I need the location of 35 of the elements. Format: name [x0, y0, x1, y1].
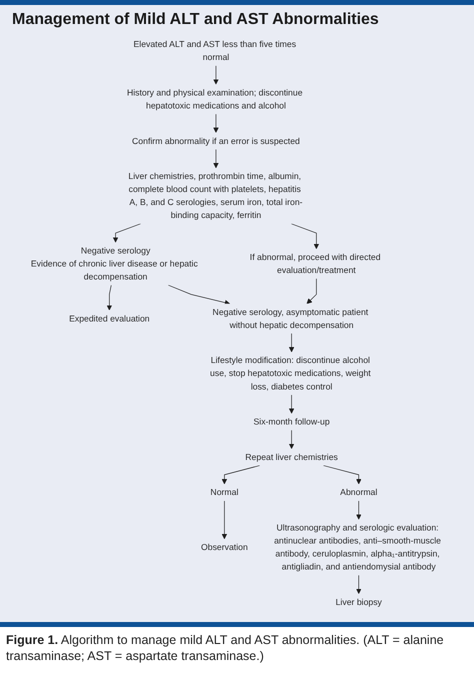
node-text: Negative serology Evidence of chronic liver disease or hepatic decompensation	[30, 245, 198, 282]
node-text: Repeat liver chemistries	[245, 452, 338, 462]
node-text: Liver biopsy	[335, 596, 382, 607]
node-text: Normal	[210, 487, 238, 498]
arrow	[213, 65, 219, 85]
figure-panel: Management of Mild ALT and AST Abnormalities Elevated ALT and AST less than five times normal History and physical examination; discontinue hepatotoxic medications and alcohol Confirm abnormality if an error is suspected Liver chemistries, prothrombin time, albumin, complete blood count with platelets, hepatitis A, B, and C serologies, serum iron, total iron-binding capacity, ferritin Negative serology Evidence of chronic liver disease or hepatic decompensation If abnormal, proceed with directed evaluation/treatment Expedited evaluation Negative serology, asymptomatic patient without hepatic decompensation Lifestyle modification: discontinue alcohol use, stop hepatotoxic medications, weight loss, diabetes control Six-month follow-up Repeat liver chemistries Normal Abnormal Observation Ultrasonography and serologic evaluation: antinuclear antibodies, anti–smooth-muscle antibody, ceruloplasmin, alpha₁-antitrypsin, antigliadin, and antiendomysial antibody Liver biopsy	[0, 5, 474, 622]
node-text: Expedited evaluation	[68, 313, 150, 324]
diagram-title: Management of Mild ALT and AST Abnormalities	[12, 11, 379, 29]
node-text: Confirm abnormality if an error is suspected	[132, 136, 300, 146]
arrow	[168, 284, 230, 306]
arrow	[356, 500, 362, 520]
node-text: If abnormal, proceed with directed evaluation/treatment	[250, 252, 380, 275]
arrow	[306, 278, 317, 304]
arrow	[288, 333, 294, 352]
arrow	[288, 394, 294, 414]
node-text: Six-month follow-up	[253, 416, 330, 426]
node-text: Elevated ALT and AST less than five times normal	[133, 39, 296, 62]
node-text: Negative serology, asymptomatic patient without hepatic decompensation	[212, 306, 368, 330]
arrow	[213, 114, 219, 133]
figure-caption: Figure 1. Algorithm to manage mild ALT and AST abnormalities. (ALT = alanine transaminase; AST = aspartate transaminase.)	[6, 632, 445, 664]
node-text: Abnormal	[340, 487, 378, 498]
arrow	[112, 223, 141, 243]
arrow	[222, 500, 227, 540]
node-text: Ultrasonography and serologic evaluation: antinuclear antibodies, anti–smooth-muscle antibody, ceruloplasmin, alpha₁-antitrypsin, antigliadin, and antiendomysial antibody	[274, 522, 441, 572]
arrow	[222, 465, 260, 484]
node-text: Lifestyle modification: discontinue alcohol use, stop hepatotoxic medications, weight loss, diabetes control	[210, 355, 371, 392]
node-text: History and physical examination; discontinue hepatotoxic medications and alcohol	[126, 87, 302, 110]
arrow	[356, 574, 362, 594]
arrow	[213, 149, 219, 168]
arrow	[106, 284, 112, 310]
arrow	[288, 430, 294, 449]
arrow	[290, 223, 319, 250]
arrow	[322, 465, 362, 484]
node-text: Observation	[200, 542, 248, 552]
node-text: Liver chemistries, prothrombin time, albumin, complete blood count with platelets, hepatitis A, B, and C serologies, serum iron, total iron-binding capacity, ferritin	[128, 171, 302, 220]
